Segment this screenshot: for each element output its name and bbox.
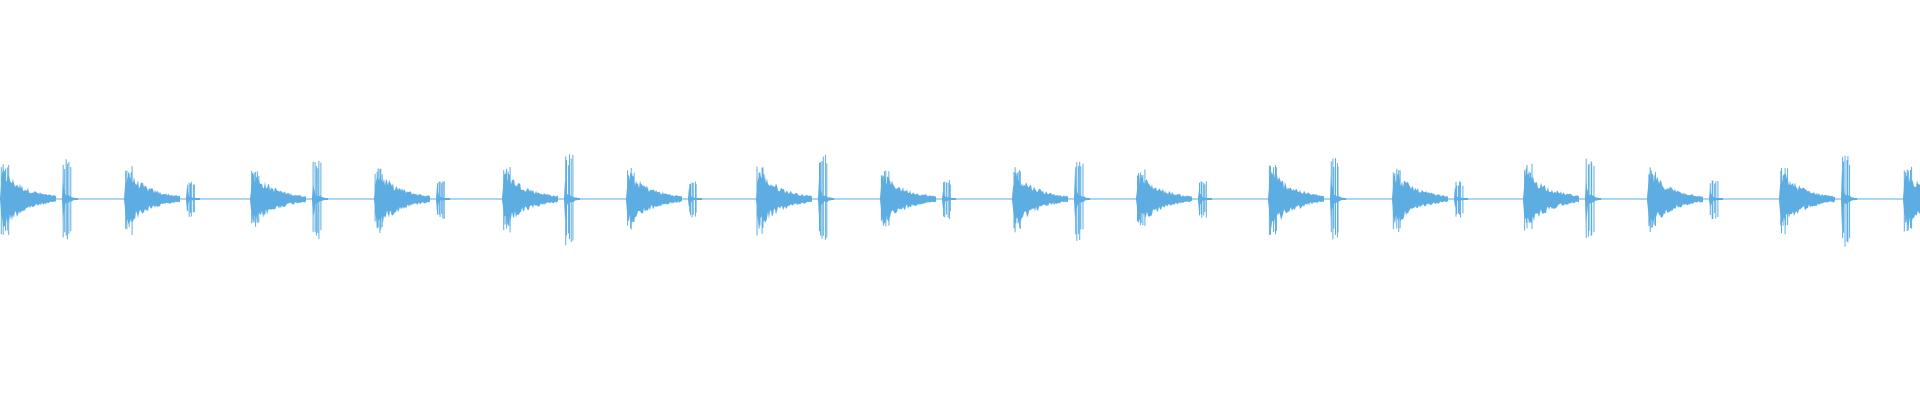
waveform-hit-envelope (502, 170, 558, 224)
waveform-hit-envelope (124, 176, 180, 225)
waveform-hit (880, 170, 936, 227)
waveform-hit-envelope (1585, 177, 1601, 229)
waveform-hit (436, 181, 450, 219)
waveform-hit (1903, 166, 1920, 232)
waveform-hit (1198, 181, 1212, 218)
waveform-pattern-2 (250, 160, 450, 240)
waveform-hit (0, 164, 56, 235)
waveform-hit (1136, 169, 1192, 226)
waveform-hit-envelope (1841, 167, 1857, 230)
waveform-hit-envelope (1268, 170, 1324, 230)
waveform-hit (1454, 181, 1468, 218)
waveform-hit (1709, 180, 1723, 219)
waveform-hit-envelope (818, 178, 834, 218)
waveform-hit (1841, 155, 1857, 247)
waveform-hit-envelope (62, 173, 78, 222)
waveform-hit (186, 181, 200, 217)
waveform-hit-envelope (880, 174, 936, 225)
waveform-hit (1585, 158, 1601, 238)
waveform-hit-envelope (250, 172, 306, 225)
waveform-pattern-5 (1012, 161, 1212, 241)
waveform-hit (1268, 165, 1324, 235)
waveform-pattern-1 (0, 159, 200, 240)
waveform-hit (1330, 158, 1346, 240)
waveform-hit-envelope (1523, 166, 1579, 224)
waveform-hit (1012, 167, 1068, 233)
waveform-hit-envelope (1392, 173, 1448, 225)
waveform-hit-envelope (756, 171, 812, 230)
waveform-pattern-6 (1268, 158, 1468, 240)
waveform-pattern-3 (502, 154, 702, 246)
waveform-hit (1779, 168, 1835, 235)
waveform-hit-envelope (564, 180, 580, 220)
waveform-hit (756, 166, 812, 236)
waveform-hit-envelope (0, 168, 56, 228)
waveform-hit-envelope (626, 173, 682, 225)
waveform-hit-envelope (1779, 173, 1835, 225)
waveform-hit (1392, 168, 1448, 233)
waveform-hit (312, 160, 328, 240)
waveform-hit (1074, 161, 1090, 241)
waveform-hit (942, 180, 956, 219)
waveform-hit-envelope (1012, 172, 1068, 224)
waveform-hit (1523, 163, 1579, 231)
waveform-hit (374, 168, 430, 233)
waveform-hit-envelope (312, 182, 328, 217)
waveform-hit (1647, 167, 1703, 232)
waveform-hit (626, 168, 682, 230)
waveform-pattern-8 (1779, 155, 1920, 247)
waveform-hit (62, 159, 78, 240)
waveform-hit (124, 166, 180, 235)
waveform-hit (688, 181, 702, 218)
waveform-hit-envelope (1136, 173, 1192, 224)
waveform-hit-envelope (374, 175, 430, 229)
waveform-hit (818, 154, 834, 240)
waveform-hit (502, 167, 558, 233)
waveform-hit (564, 154, 580, 246)
waveform-pattern-7 (1523, 158, 1723, 238)
waveform-hit-envelope (1647, 171, 1703, 225)
waveform-pattern-4 (756, 154, 956, 240)
waveform-hit (250, 170, 306, 227)
